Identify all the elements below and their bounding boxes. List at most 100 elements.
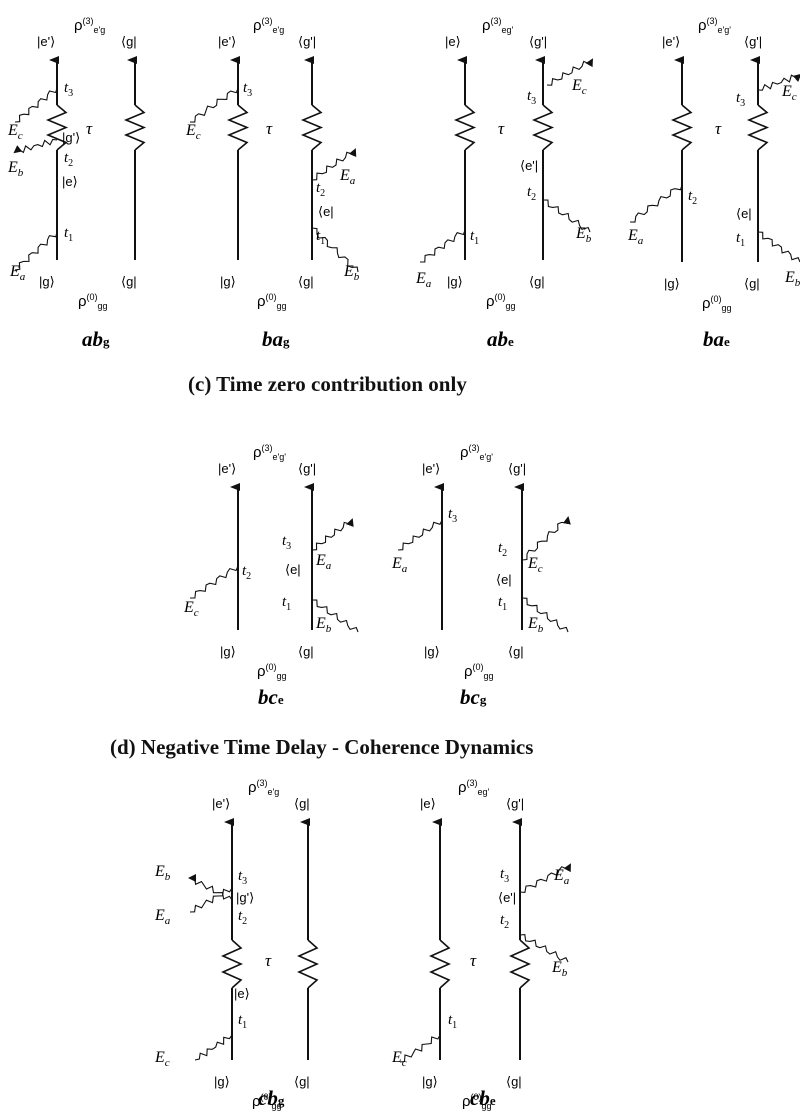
- top-left-ket: |e'⟩: [422, 461, 440, 476]
- density-matrix-bottom: ρ(0)gg: [486, 292, 516, 311]
- diagram-caption: bce: [258, 685, 284, 709]
- field-label: Ec: [154, 1049, 170, 1069]
- diagram-caption: abg: [82, 327, 110, 351]
- heading-d: (d) Negative Time Delay - Coherence Dyna…: [110, 735, 534, 759]
- time-label: t2: [688, 188, 697, 207]
- density-matrix-top: ρ(3)eg': [458, 778, 490, 797]
- bottom-right-ket: ⟨g|: [529, 274, 545, 289]
- state-label: ⟨e|: [736, 206, 752, 221]
- density-matrix-bottom: ρ(0)gg: [702, 294, 732, 313]
- diagram-caption: abe: [487, 327, 514, 351]
- field-label: Eb: [315, 615, 332, 635]
- time-label: t3: [64, 80, 73, 99]
- time-label: t2: [238, 908, 247, 927]
- time-label: t2: [500, 912, 509, 931]
- delay-zigzag: [453, 104, 477, 151]
- time-label: t3: [282, 533, 291, 552]
- diagram-caption: bcg: [460, 685, 487, 709]
- density-matrix-top: ρ(3)e'g: [253, 16, 284, 35]
- bottom-left-ket: |g⟩: [447, 274, 463, 289]
- incoming-photon: [311, 599, 359, 633]
- diagram-ba-e: |e'⟩⟨g'||g⟩⟨g|ρ(3)e'g'ρ(0)ggt3t2t1⟨e|EcE…: [627, 16, 800, 351]
- delay-tau-label: τ: [266, 119, 273, 138]
- field-label: Eb: [154, 863, 171, 883]
- time-label: t2: [64, 150, 73, 169]
- time-label: t2: [316, 180, 325, 199]
- delay-zigzag: [670, 104, 694, 151]
- emitted-photon: [311, 518, 354, 551]
- time-label: t1: [448, 1012, 457, 1031]
- bottom-right-ket: ⟨g|: [294, 1074, 310, 1089]
- field-label: Eb: [343, 263, 360, 283]
- delay-tau-label: τ: [498, 119, 505, 138]
- emitted-photon: [311, 148, 357, 181]
- incoming-photon: [419, 229, 466, 263]
- field-label: Eb: [527, 615, 544, 635]
- incoming-photon: [757, 231, 800, 263]
- top-left-ket: |e'⟩: [662, 34, 680, 49]
- emitted-photon: [757, 73, 800, 91]
- top-left-ket: |e'⟩: [37, 34, 55, 49]
- bottom-left-ket: |g⟩: [422, 1074, 438, 1089]
- incoming-photon: [311, 227, 359, 273]
- emitted-photon: [546, 58, 593, 86]
- incoming-photon: [519, 934, 569, 963]
- delay-zigzag: [221, 939, 243, 989]
- diagram-cb-g: |e'⟩⟨g||g⟩⟨g|ρ(3)e'gρ(0)ggt3t2t1|g'⟩|e⟩E…: [154, 778, 319, 1111]
- bottom-right-ket: ⟨g|: [298, 274, 314, 289]
- emitted-photon: [13, 138, 58, 154]
- time-label: t1: [498, 594, 507, 613]
- bottom-left-ket: |g⟩: [220, 644, 236, 659]
- field-label: Eb: [551, 959, 568, 979]
- top-right-ket: ⟨g'|: [506, 796, 524, 811]
- delay-zigzag: [509, 939, 531, 989]
- top-right-ket: ⟨g'|: [298, 34, 316, 49]
- time-label: t1: [316, 228, 325, 247]
- diagram-bc-e: |e'⟩⟨g'||g⟩⟨g|ρ(3)e'g'ρ(0)ggt3t2t1⟨e|EaE…: [183, 443, 359, 709]
- time-label: t2: [527, 184, 536, 203]
- top-left-ket: |e'⟩: [218, 34, 236, 49]
- diagram-ab-g: |e'⟩⟨g||g⟩⟨g|ρ(3)e'gρ(0)ggt3t2t1|g'⟩|e⟩E…: [7, 16, 147, 351]
- incoming-photon: [14, 87, 58, 123]
- heading-c: (c) Time zero contribution only: [188, 372, 467, 396]
- density-matrix-bottom: ρ(0)gg: [257, 292, 287, 311]
- emitted-photon: [188, 874, 233, 901]
- bottom-right-ket: ⟨g|: [298, 644, 314, 659]
- incoming-photon: [397, 519, 443, 551]
- incoming-photon: [189, 87, 239, 123]
- incoming-photon: [521, 597, 569, 633]
- time-label: t2: [242, 563, 251, 582]
- incoming-photon: [189, 887, 233, 913]
- top-left-ket: |e⟩: [445, 34, 461, 49]
- density-matrix-bottom: ρ(0)gg: [464, 662, 494, 681]
- time-label: t1: [238, 1012, 247, 1031]
- density-matrix-top: ρ(3)e'g: [74, 16, 105, 35]
- field-label: Ec: [781, 83, 797, 103]
- incoming-photon: [194, 1034, 233, 1061]
- delay-tau-label: τ: [86, 119, 93, 138]
- state-label: ⟨e|: [318, 204, 334, 219]
- delay-zigzag: [226, 104, 250, 151]
- time-label: t3: [736, 90, 745, 109]
- diagram-caption: bae: [703, 327, 730, 351]
- field-label: Ea: [415, 270, 432, 290]
- state-label: |g'⟩: [236, 890, 254, 905]
- emitted-photon: [521, 516, 571, 561]
- field-label: Ec: [7, 122, 23, 142]
- state-label: ⟨e'|: [498, 890, 516, 905]
- bottom-left-ket: |g⟩: [424, 644, 440, 659]
- field-label: Ea: [627, 227, 644, 247]
- bottom-left-ket: |g⟩: [214, 1074, 230, 1089]
- delay-zigzag: [123, 104, 147, 151]
- emitted-photon: [519, 863, 571, 893]
- bottom-left-ket: |g⟩: [664, 276, 680, 291]
- delay-zigzag: [746, 104, 770, 151]
- field-label: Eb: [575, 225, 592, 245]
- delay-tau-label: τ: [265, 951, 272, 970]
- bottom-left-ket: |g⟩: [220, 274, 236, 289]
- state-label: ⟨e|: [285, 562, 301, 577]
- time-label: t1: [64, 225, 73, 244]
- state-label: |e⟩: [62, 174, 78, 189]
- top-right-ket: ⟨g'|: [744, 34, 762, 49]
- density-matrix-top: ρ(3)e'g': [253, 443, 286, 462]
